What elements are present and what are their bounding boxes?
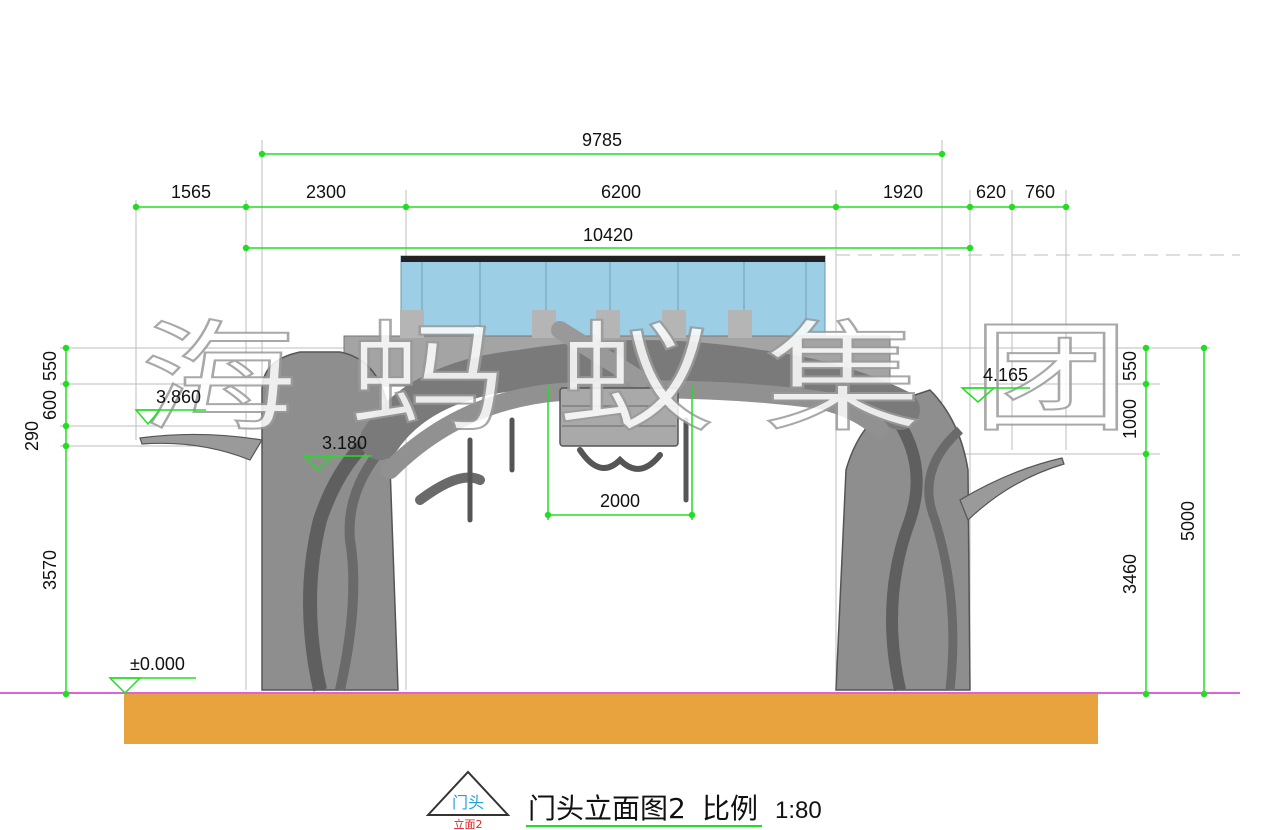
- ground-slab: [124, 694, 1098, 744]
- dim-left-290: 290: [22, 421, 42, 451]
- title-badge-top: 门头: [452, 793, 484, 812]
- dim-col-3: 6200: [601, 182, 641, 202]
- title-badge-bottom: 立面2: [454, 817, 483, 830]
- elevation-ground-label: ±0.000: [130, 654, 185, 674]
- dim-col-5: 620: [976, 182, 1006, 202]
- dim-right-550: 550: [1120, 351, 1140, 381]
- right-tree-trunk: [835, 389, 1065, 692]
- dim-top-overall: 9785: [582, 130, 622, 150]
- hanging-sign: [559, 387, 679, 447]
- dim-span-total: 10420: [583, 225, 633, 245]
- watermark-text: 海 蚂 蚁 集 团: [140, 310, 1130, 449]
- scale-value: 1:80: [775, 797, 822, 824]
- elevation-marker-right-branch: 4.165: [960, 365, 1030, 403]
- title-block: 门头 立面2 门头立面图2 比例 1:80: [425, 770, 822, 830]
- elevation-markers: ±0.000 3.860 3.180 4.165: [108, 365, 1030, 695]
- elevation-left-branch-label: 3.860: [156, 387, 201, 407]
- dimension-labels: 9785 1565 2300 6200 1920 620 760 10420 2…: [22, 130, 1198, 594]
- elevation-marker-left-trunk: 3.180: [302, 433, 372, 472]
- dim-col-1: 1565: [171, 182, 211, 202]
- dim-col-2: 2300: [306, 182, 346, 202]
- dim-right-3460: 3460: [1120, 554, 1140, 594]
- elevation-marker-ground: ±0.000: [108, 654, 196, 695]
- watermark: 海 蚂 蚁 集 团: [139, 309, 1131, 450]
- dim-col-6: 760: [1025, 182, 1055, 202]
- dim-right-5000: 5000: [1178, 501, 1198, 541]
- dim-sign-width: 2000: [600, 491, 640, 511]
- dim-left-600: 600: [40, 390, 60, 420]
- dim-col-4: 1920: [883, 182, 923, 202]
- dim-right-1000: 1000: [1120, 399, 1140, 439]
- dim-left-3570: 3570: [40, 550, 60, 590]
- drawing-title: 门头立面图2: [528, 792, 686, 825]
- dim-left-550: 550: [40, 351, 60, 381]
- elevation-marker-left-branch: 3.860: [134, 387, 206, 426]
- elevation-left-trunk-label: 3.180: [322, 433, 367, 453]
- elevation-right-branch-label: 4.165: [983, 365, 1028, 385]
- scale-label: 比例: [702, 792, 758, 825]
- dimension-lines: [62, 150, 1208, 698]
